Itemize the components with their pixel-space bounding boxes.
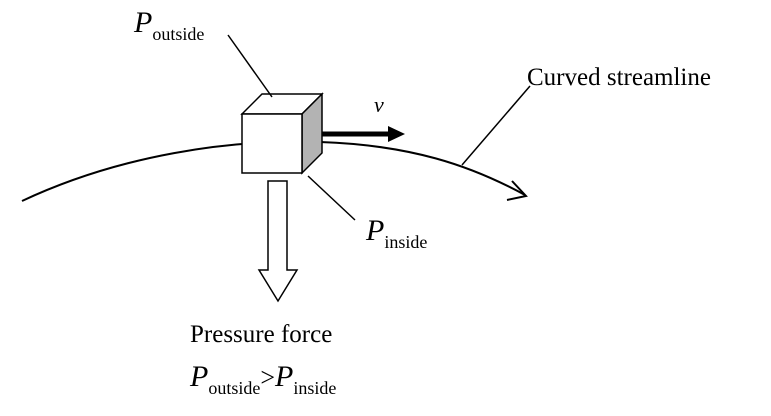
relation-operator: > bbox=[260, 363, 275, 392]
pressure-force-label: Pressure force bbox=[190, 321, 332, 348]
cube-front-face bbox=[241, 113, 303, 174]
relation-p2-subscript: inside bbox=[293, 378, 336, 398]
velocity-arrow-head bbox=[388, 126, 405, 142]
pressure-force-arrow bbox=[257, 180, 299, 303]
p-inside-symbol: P bbox=[365, 214, 384, 247]
streamline-label: Curved streamline bbox=[527, 64, 711, 91]
fluid-element-cube bbox=[240, 92, 324, 175]
relation-p1: P bbox=[189, 360, 208, 393]
p-inside-subscript: inside bbox=[384, 232, 427, 252]
streamline-arrowhead bbox=[506, 180, 528, 201]
pressure-relation: Poutside>Pinside bbox=[189, 360, 336, 398]
p-outside-label: Poutside bbox=[133, 6, 204, 44]
p-inside-label: Pinside bbox=[365, 214, 427, 252]
p-outside-subscript: outside bbox=[152, 24, 204, 44]
streamline-leader-line bbox=[461, 85, 531, 166]
p-outside-symbol: P bbox=[133, 6, 152, 39]
p-inside-leader-line bbox=[307, 175, 356, 221]
p-outside-leader-line bbox=[227, 34, 273, 98]
relation-p2: P bbox=[274, 360, 293, 393]
relation-p1-subscript: outside bbox=[208, 378, 260, 398]
velocity-label: v bbox=[374, 92, 384, 117]
